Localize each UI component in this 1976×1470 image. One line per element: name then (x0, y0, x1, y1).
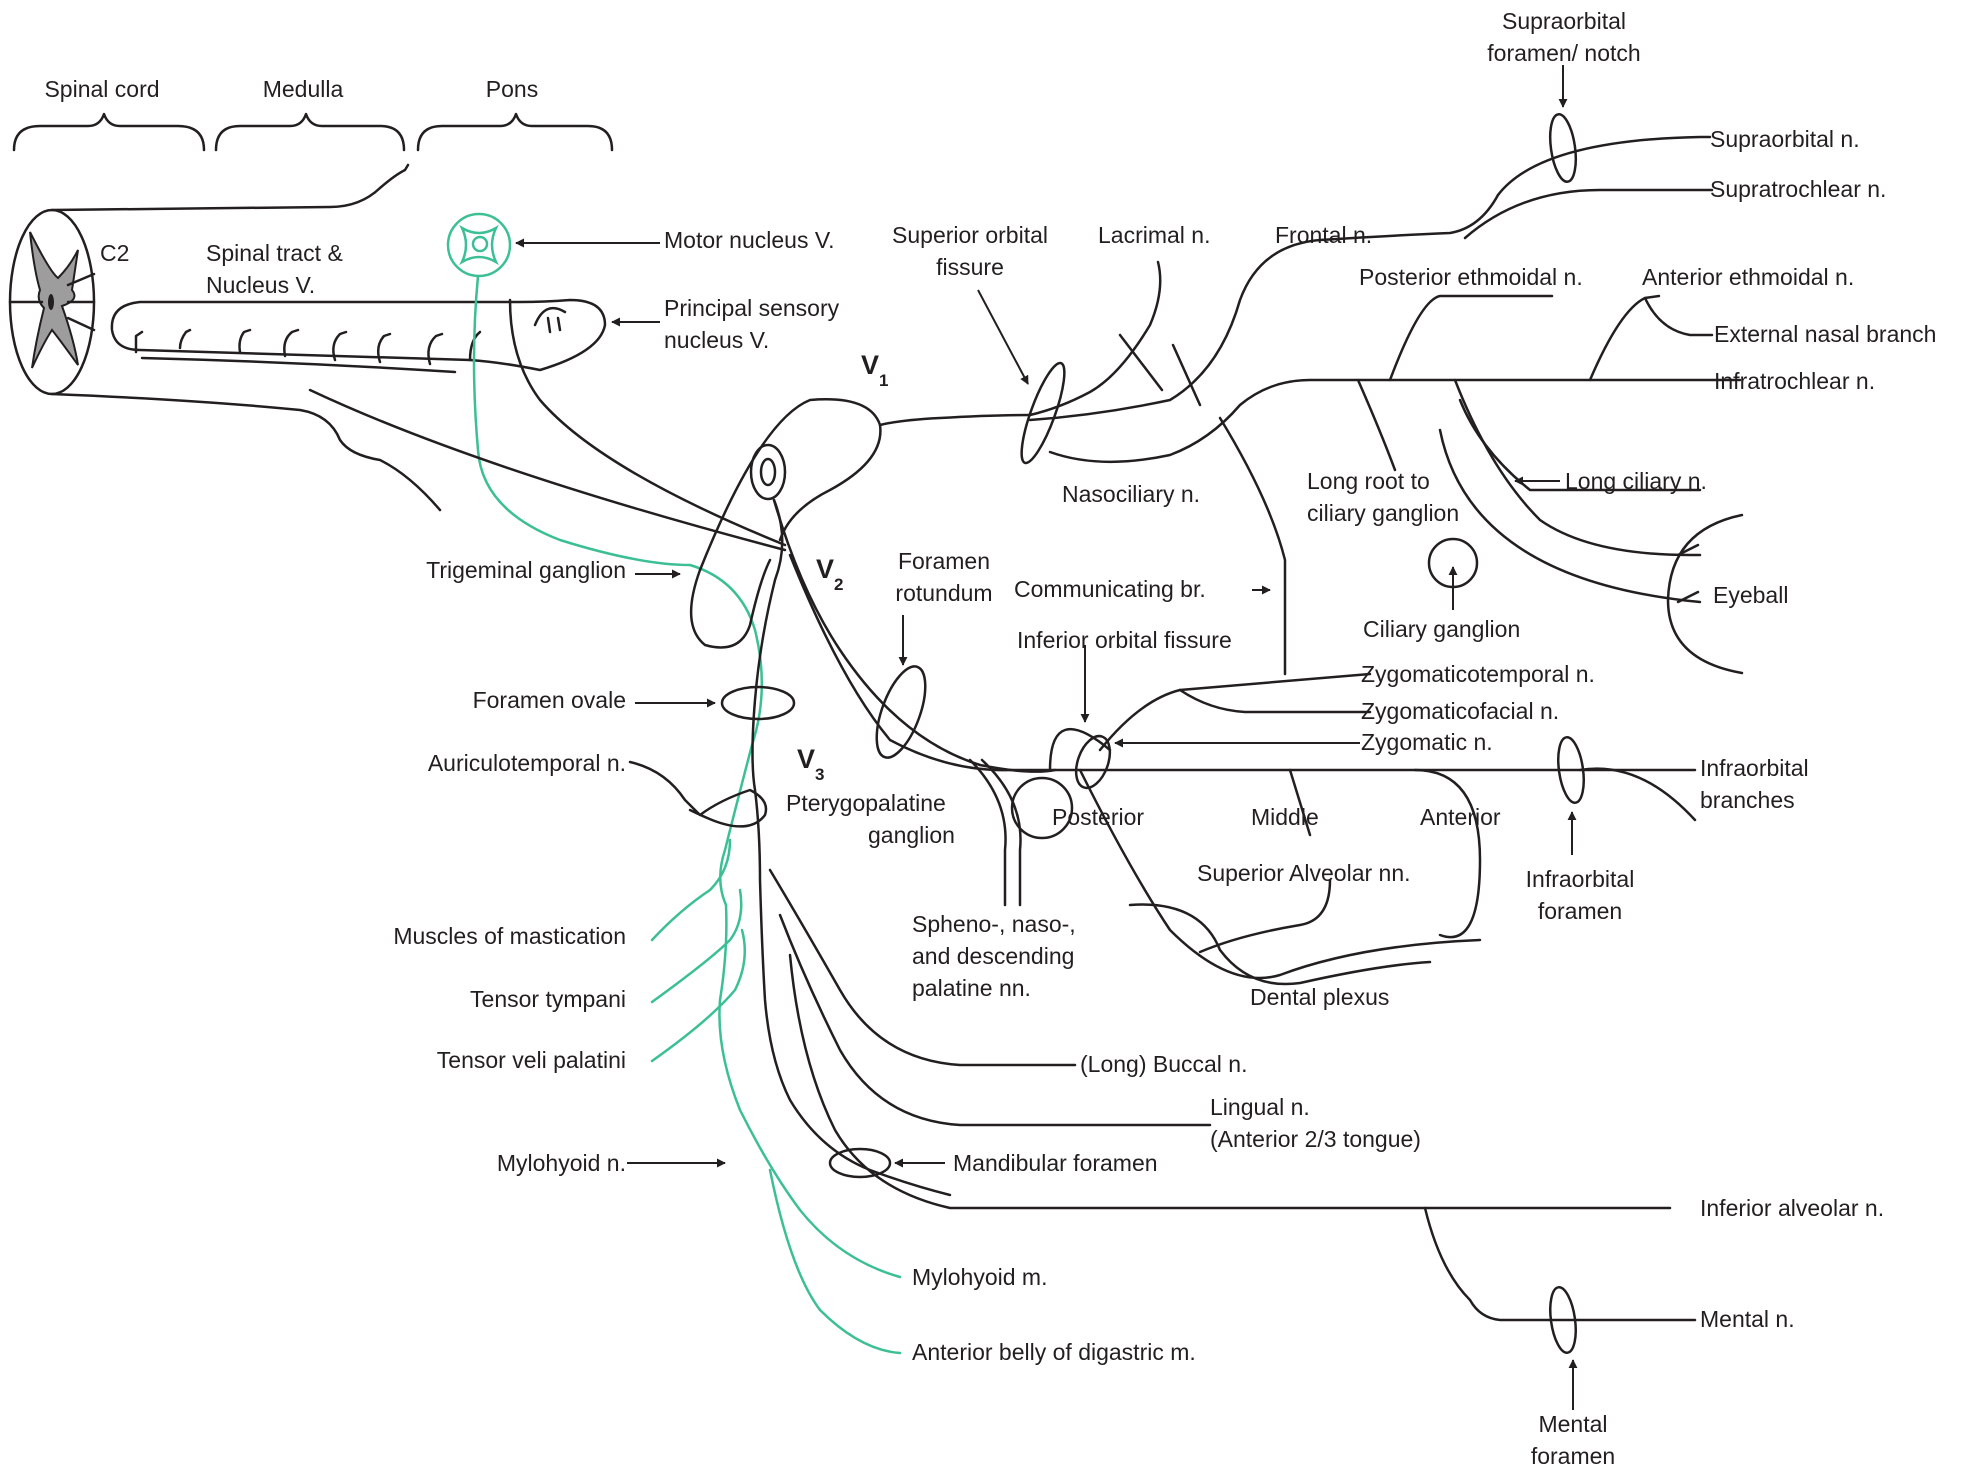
label-eyeball: Eyeball (1713, 582, 1788, 608)
label-zygomaticofacial: Zygomaticofacial n. (1361, 698, 1559, 724)
label-frontal: Frontal n. (1275, 222, 1372, 248)
label-anterior-ethmoidal: Anterior ethmoidal n. (1642, 264, 1854, 290)
label-lingual-2: (Anterior 2/3 tongue) (1210, 1126, 1421, 1152)
trigeminal-ganglion (308, 298, 1057, 1197)
label-supraorbital-foramen-2: foramen/ notch (1487, 40, 1640, 66)
label-long-root-1: Long root to (1307, 468, 1430, 494)
label-supraorbital-n: Supraorbital n. (1710, 126, 1860, 152)
label-v3-sub: 3 (815, 765, 824, 784)
label-superior-orbital-1: Superior orbital (892, 222, 1048, 248)
label-tensor-tympani: Tensor tympani (470, 986, 626, 1012)
label-external-nasal: External nasal branch (1714, 321, 1936, 347)
label-pterygopalatine-1: Pterygopalatine (786, 790, 946, 816)
label-spinal-tract-1: Spinal tract & (206, 240, 343, 266)
label-spheno-1: Spheno-, naso-, (912, 911, 1076, 937)
label-mylohyoid-m: Mylohyoid m. (912, 1264, 1047, 1290)
label-mental-foramen-2: foramen (1531, 1443, 1615, 1469)
label-buccal: (Long) Buccal n. (1080, 1051, 1247, 1077)
label-principal-sensory-1: Principal sensory (664, 295, 840, 321)
label-v3: V (797, 744, 815, 774)
label-spinal-cord: Spinal cord (44, 76, 159, 102)
label-tensor-veli: Tensor veli palatini (437, 1047, 626, 1073)
label-lingual-1: Lingual n. (1210, 1094, 1310, 1120)
label-medulla: Medulla (263, 76, 344, 102)
label-supraorbital-foramen-1: Supraorbital (1502, 8, 1626, 34)
maxillary-division (788, 553, 1697, 986)
label-mental-n: Mental n. (1700, 1306, 1795, 1332)
spinal-cord-cross-section (8, 208, 96, 396)
label-trigeminal-ganglion: Trigeminal ganglion (426, 557, 626, 583)
brainstem-braces (12, 112, 614, 152)
pointer-arrows (515, 65, 1578, 1410)
label-v2-sub: 2 (834, 575, 843, 594)
label-communicating: Communicating br. (1014, 576, 1206, 602)
label-v1-sub: 1 (879, 371, 888, 390)
label-long-root-2: ciliary ganglion (1307, 500, 1459, 526)
label-spinal-tract-2: Nucleus V. (206, 272, 315, 298)
label-middle: Middle (1251, 804, 1319, 830)
label-posterior-ethmoidal: Posterior ethmoidal n. (1359, 264, 1583, 290)
label-foramen-rotundum-1: Foramen (898, 548, 990, 574)
label-nasociliary: Nasociliary n. (1062, 481, 1200, 507)
label-ciliary-ganglion: Ciliary ganglion (1363, 616, 1520, 642)
label-pterygopalatine-2: ganglion (868, 822, 955, 848)
label-mandibular-foramen: Mandibular foramen (953, 1150, 1158, 1176)
label-superior-alveolar: Superior Alveolar nn. (1197, 860, 1411, 886)
label-inferior-orbital: Inferior orbital fissure (1017, 627, 1232, 653)
label-mylohyoid-n: Mylohyoid n. (497, 1150, 626, 1176)
label-infraorbital-branches-2: branches (1700, 787, 1795, 813)
label-v1: V (861, 350, 879, 380)
label-lacrimal: Lacrimal n. (1098, 222, 1210, 248)
label-foramen-ovale: Foramen ovale (473, 687, 626, 713)
label-inferior-alveolar: Inferior alveolar n. (1700, 1195, 1884, 1221)
label-principal-sensory-2: nucleus V. (664, 327, 769, 353)
ophthalmic-division (1020, 113, 1744, 676)
label-infraorbital-foramen-2: foramen (1538, 898, 1622, 924)
label-zygomaticotemporal: Zygomaticotemporal n. (1361, 661, 1595, 687)
label-v2: V (816, 554, 834, 584)
label-long-ciliary: Long ciliary n. (1565, 468, 1707, 494)
label-anterior-belly: Anterior belly of digastric m. (912, 1339, 1196, 1365)
label-infraorbital-foramen-1: Infraorbital (1526, 866, 1635, 892)
label-infraorbital-branches-1: Infraorbital (1700, 755, 1809, 781)
label-zygomatic: Zygomatic n. (1361, 729, 1493, 755)
label-supratrochlear-n: Supratrochlear n. (1710, 176, 1886, 202)
label-spheno-3: palatine nn. (912, 975, 1031, 1001)
label-muscles-mastication: Muscles of mastication (393, 923, 626, 949)
label-pons: Pons (486, 76, 538, 102)
label-c2: C2 (100, 240, 129, 266)
mandibular-division (628, 685, 1697, 1354)
label-anterior: Anterior (1420, 804, 1501, 830)
label-mental-foramen-1: Mental (1538, 1411, 1607, 1437)
label-motor-nucleus: Motor nucleus V. (664, 227, 834, 253)
brainstem-outline (50, 163, 442, 512)
label-spheno-2: and descending (912, 943, 1074, 969)
label-foramen-rotundum-2: rotundum (895, 580, 992, 606)
label-infratrochlear: Infratrochlear n. (1714, 368, 1875, 394)
motor-nucleus (446, 212, 902, 1355)
label-auriculotemporal: Auriculotemporal n. (428, 750, 626, 776)
label-posterior: Posterior (1052, 804, 1144, 830)
spinal-tract-nucleus (110, 298, 607, 374)
label-superior-orbital-2: fissure (936, 254, 1004, 280)
labels: Spinal cord Medulla Pons C2 Spinal tract… (44, 8, 1936, 1469)
label-dental-plexus: Dental plexus (1250, 984, 1389, 1010)
